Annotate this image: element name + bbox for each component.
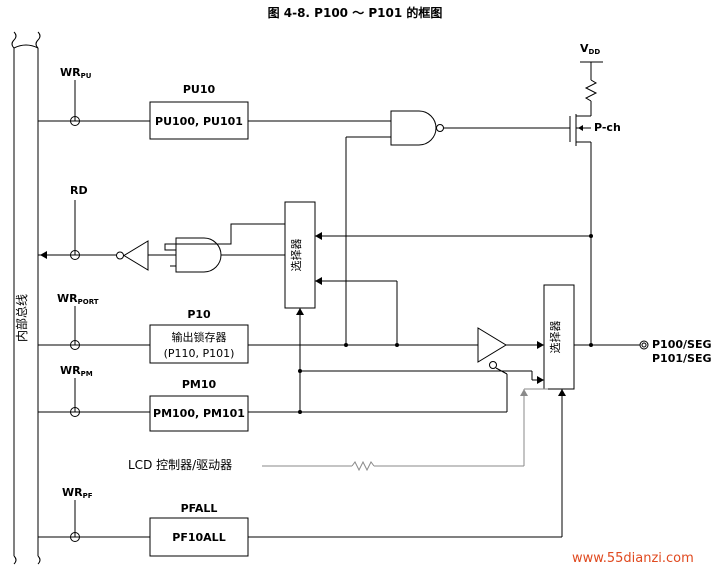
- svg-text:WRPM: WRPM: [60, 364, 93, 378]
- pch-transistor: [569, 114, 591, 146]
- wr-pm-label: WRPM: [60, 364, 93, 378]
- pullup-resistor: [584, 79, 598, 102]
- read-arrow: [40, 251, 47, 259]
- internal-bus: 内部总线: [11, 31, 41, 565]
- p10-name: P10: [187, 308, 211, 321]
- pfall-register: [149, 517, 249, 557]
- lcd-label: LCD 控制器/驱动器: [128, 458, 232, 472]
- p10-register: [149, 324, 249, 364]
- rd-label: RD: [70, 184, 88, 197]
- p10-content-line2: (P110, P101): [164, 347, 235, 360]
- p10-content-line1: 输出锁存器: [172, 330, 227, 344]
- and-gate: [175, 237, 222, 273]
- read-inverter: [116, 240, 149, 271]
- svg-text:WRPORT: WRPORT: [57, 292, 99, 306]
- selector-left-label: 选择器: [289, 239, 303, 272]
- nand-gate: [390, 110, 444, 146]
- pu10-content: PU100, PU101: [155, 115, 243, 128]
- vdd-label: VDD: [580, 42, 600, 56]
- pin-label-line1: P100/SEG4,: [652, 338, 711, 351]
- output-pin: [639, 340, 649, 350]
- watermark: www.55dianzi.com: [572, 551, 694, 566]
- selector-right: [543, 284, 575, 390]
- pfall-content: PF10ALL: [172, 531, 225, 544]
- pm10-name: PM10: [182, 378, 217, 391]
- wr-pu-junction: [70, 116, 80, 126]
- figure-title: 图 4-8. P100 ～ P101 的框图: [268, 5, 443, 20]
- and-feedback: [164, 223, 285, 251]
- output-buffer: [477, 327, 507, 369]
- wr-port-label: WRPORT: [57, 292, 99, 306]
- svg-text:WRPU: WRPU: [60, 66, 92, 80]
- svg-text:WRPF: WRPF: [62, 486, 93, 500]
- lcd-resistor: [351, 460, 375, 472]
- pm10-register: [149, 395, 249, 432]
- selector-right-label: 选择器: [548, 321, 562, 354]
- selector-left: [284, 201, 316, 309]
- svg-text:VDD: VDD: [580, 42, 600, 56]
- wr-pf-label: WRPF: [62, 486, 93, 500]
- pch-label: P-ch: [594, 121, 621, 134]
- pu10-register: [149, 101, 249, 140]
- bus-label: 内部总线: [14, 294, 29, 342]
- pu10-name: PU10: [183, 83, 216, 96]
- pm10-content: PM100, PM101: [153, 407, 245, 420]
- pin-label-line2: P101/SEG5: [652, 352, 711, 365]
- pfall-name: PFALL: [181, 502, 218, 515]
- wr-pu-label: WRPU: [60, 66, 92, 80]
